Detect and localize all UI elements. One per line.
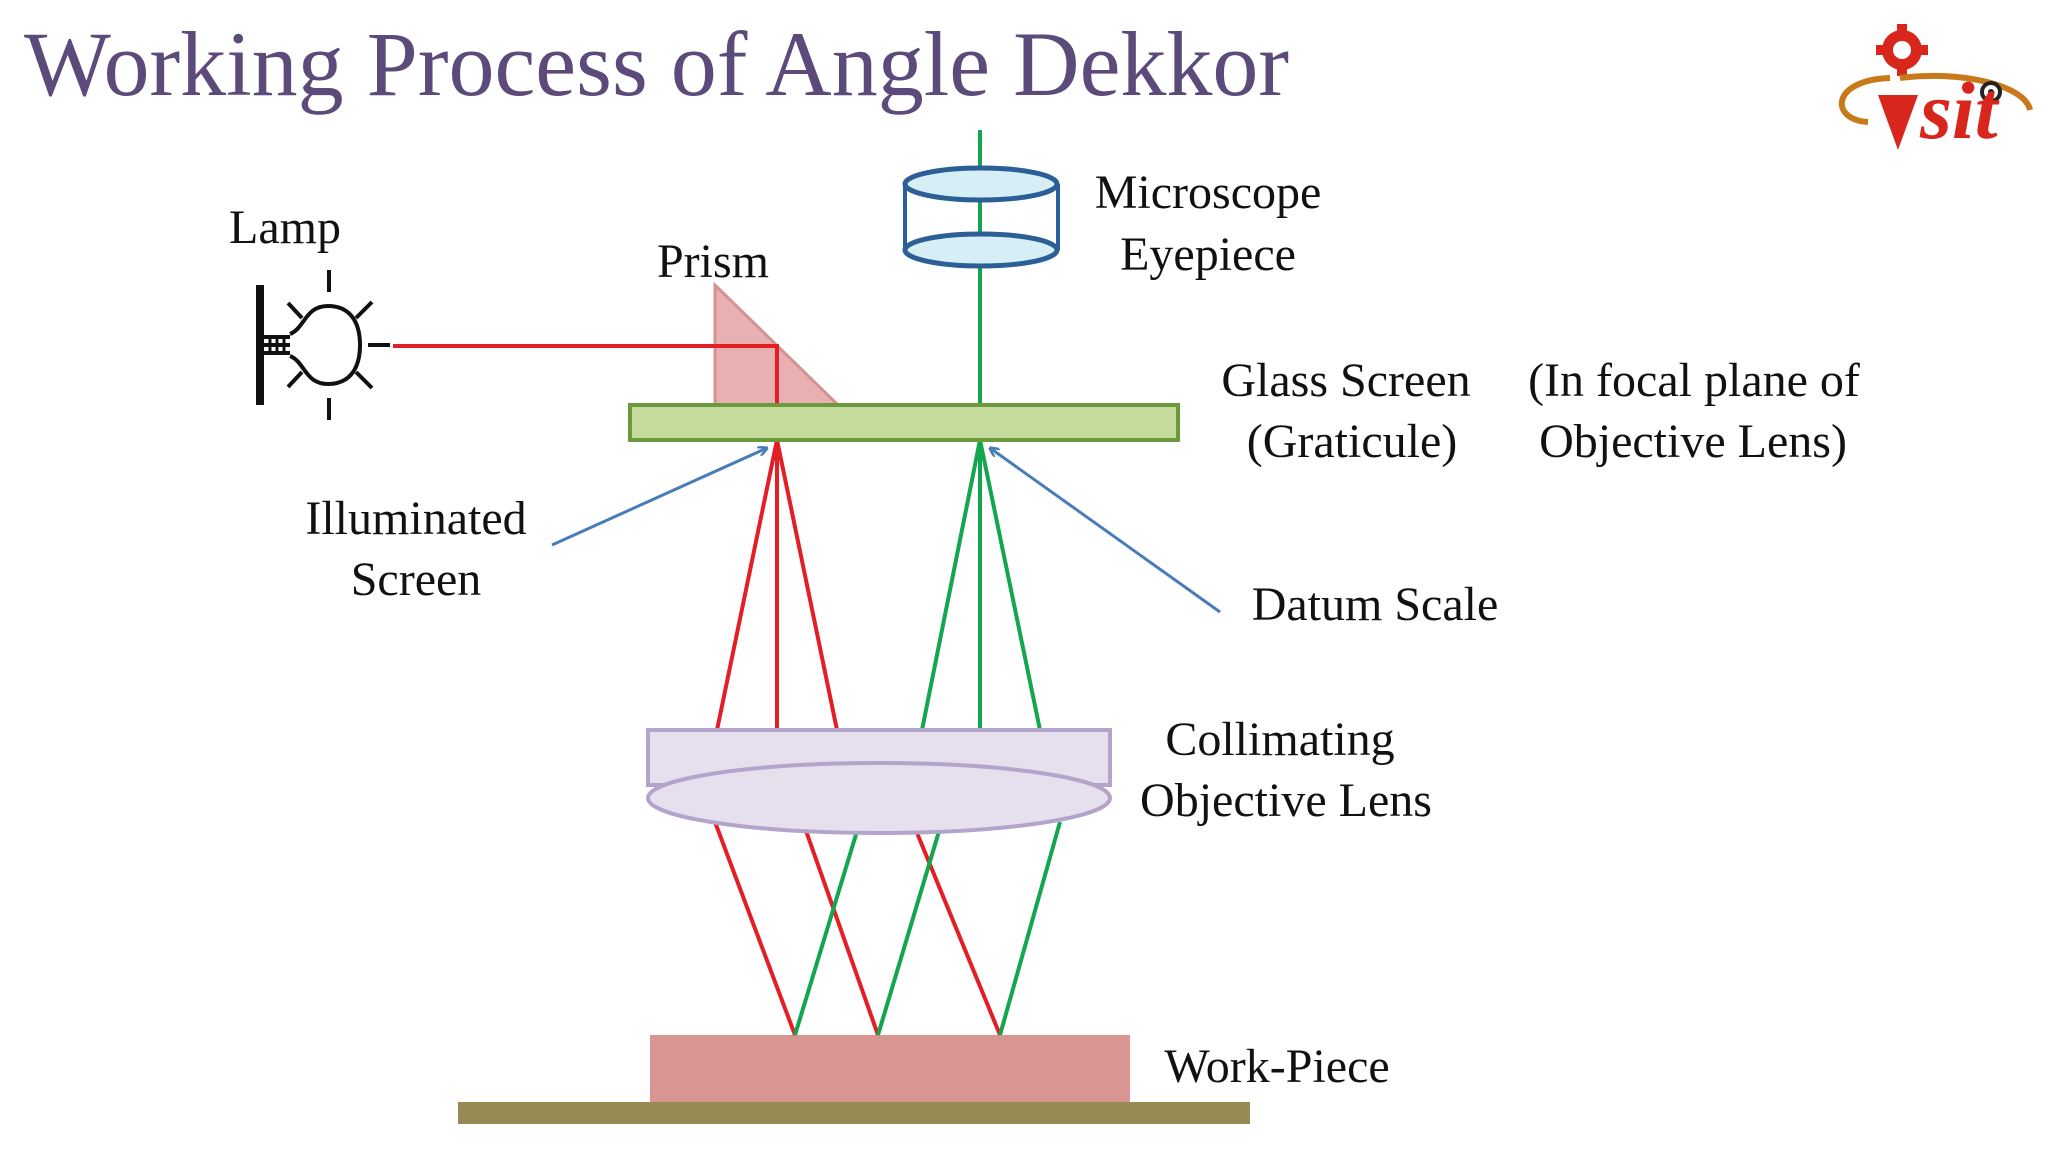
base-plate [458, 1102, 1250, 1124]
reflected-red-rays [713, 821, 1002, 1036]
collimating-lens-label: Collimating Objective Lens [1140, 713, 1432, 827]
svg-text:Illuminated: Illuminated [305, 492, 526, 545]
datum-scale-label: Datum Scale [1252, 578, 1499, 631]
logo-text: sit [1919, 65, 2000, 156]
focal-plane-note: (In focal plane of Objective Lens) [1528, 354, 1860, 468]
glass-screen [628, 403, 1180, 442]
logo: sit [1838, 24, 2033, 156]
glass-screen-label: Glass Screen (Graticule) [1221, 354, 1470, 468]
work-piece-label: Work-Piece [1164, 1040, 1389, 1093]
datum-green-rays [920, 439, 1042, 731]
svg-text:Objective Lens): Objective Lens) [1539, 415, 1847, 468]
svg-text:(Graticule): (Graticule) [1247, 415, 1458, 468]
svg-text:Microscope: Microscope [1095, 166, 1322, 219]
svg-text:(In focal plane of: (In focal plane of [1528, 354, 1860, 407]
reflected-green-rays [793, 821, 1062, 1036]
illuminated-screen-label: Illuminated Screen [305, 492, 526, 606]
svg-text:Objective Lens: Objective Lens [1140, 774, 1432, 827]
lamp-label: Lamp [229, 201, 341, 254]
gear-icon [1876, 24, 1928, 76]
logo-triangle [1878, 95, 1918, 150]
svg-text:Eyepiece: Eyepiece [1120, 228, 1296, 281]
svg-text:Collimating: Collimating [1165, 713, 1394, 766]
collimating-objective-lens [646, 728, 1112, 835]
eyepiece-label: Microscope Eyepiece [1095, 166, 1322, 281]
microscope-eyepiece [902, 165, 1060, 269]
illumination-red-rays [715, 439, 839, 731]
work-piece [650, 1035, 1130, 1102]
logo-swoosh [1838, 72, 2033, 125]
datum-scale-arrow [990, 448, 1221, 614]
svg-text:Glass Screen: Glass Screen [1221, 354, 1470, 407]
prism-label: Prism [657, 235, 769, 288]
svg-text:Screen: Screen [351, 553, 482, 606]
page-title: Working Process of Angle Dekkor [24, 13, 1289, 115]
illuminated-screen-arrow [551, 448, 767, 547]
lamp-icon [256, 270, 390, 420]
